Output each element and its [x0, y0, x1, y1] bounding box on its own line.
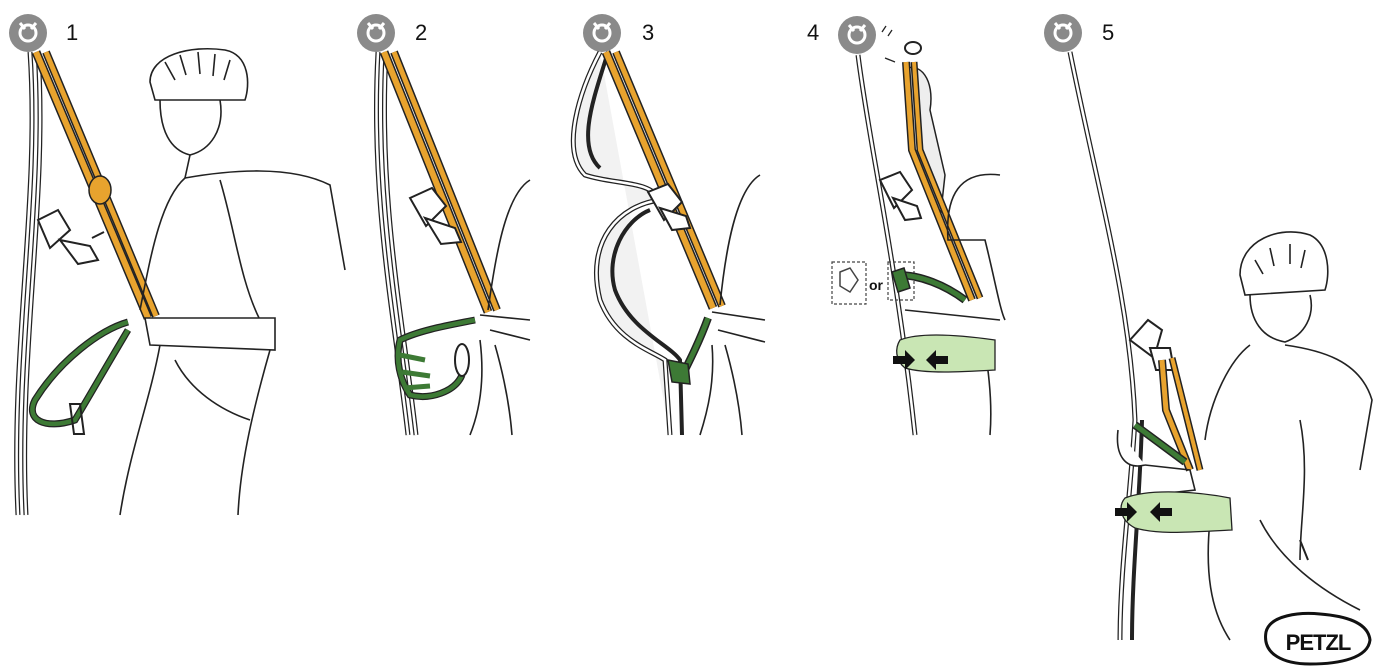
- step-5-number: 5: [1102, 20, 1114, 45]
- step-4-panel: 4 or: [807, 16, 1005, 435]
- step-1-panel: 1: [9, 14, 345, 515]
- step-1-number: 1: [66, 20, 78, 45]
- anchor-disc-icon: [9, 14, 47, 52]
- anchor-disc-icon: [357, 14, 395, 52]
- petzl-logo: PETZL: [1266, 613, 1370, 664]
- step-3-number: 3: [642, 20, 654, 45]
- hand-highlight: [1121, 492, 1232, 532]
- rope-slack-loop: [573, 52, 670, 435]
- climber-figure: [120, 49, 345, 515]
- descender-device: [38, 210, 104, 264]
- motion-lines: [882, 26, 895, 62]
- step-2-number: 2: [415, 20, 427, 45]
- option-or-label: or: [869, 277, 884, 293]
- anchor-disc-icon: [838, 16, 876, 54]
- step-3-panel: 3: [573, 14, 765, 435]
- anchor-ring: [905, 42, 921, 54]
- descender-device: [1130, 320, 1174, 370]
- logo-text: PETZL: [1286, 630, 1351, 655]
- step-5-panel: 5: [1044, 14, 1372, 640]
- step-2-panel: 2: [357, 14, 530, 435]
- anchor-disc-icon: [583, 14, 621, 52]
- anchor-disc-icon: [1044, 14, 1082, 52]
- hand-highlight: [897, 335, 995, 372]
- step-4-number: 4: [807, 20, 819, 45]
